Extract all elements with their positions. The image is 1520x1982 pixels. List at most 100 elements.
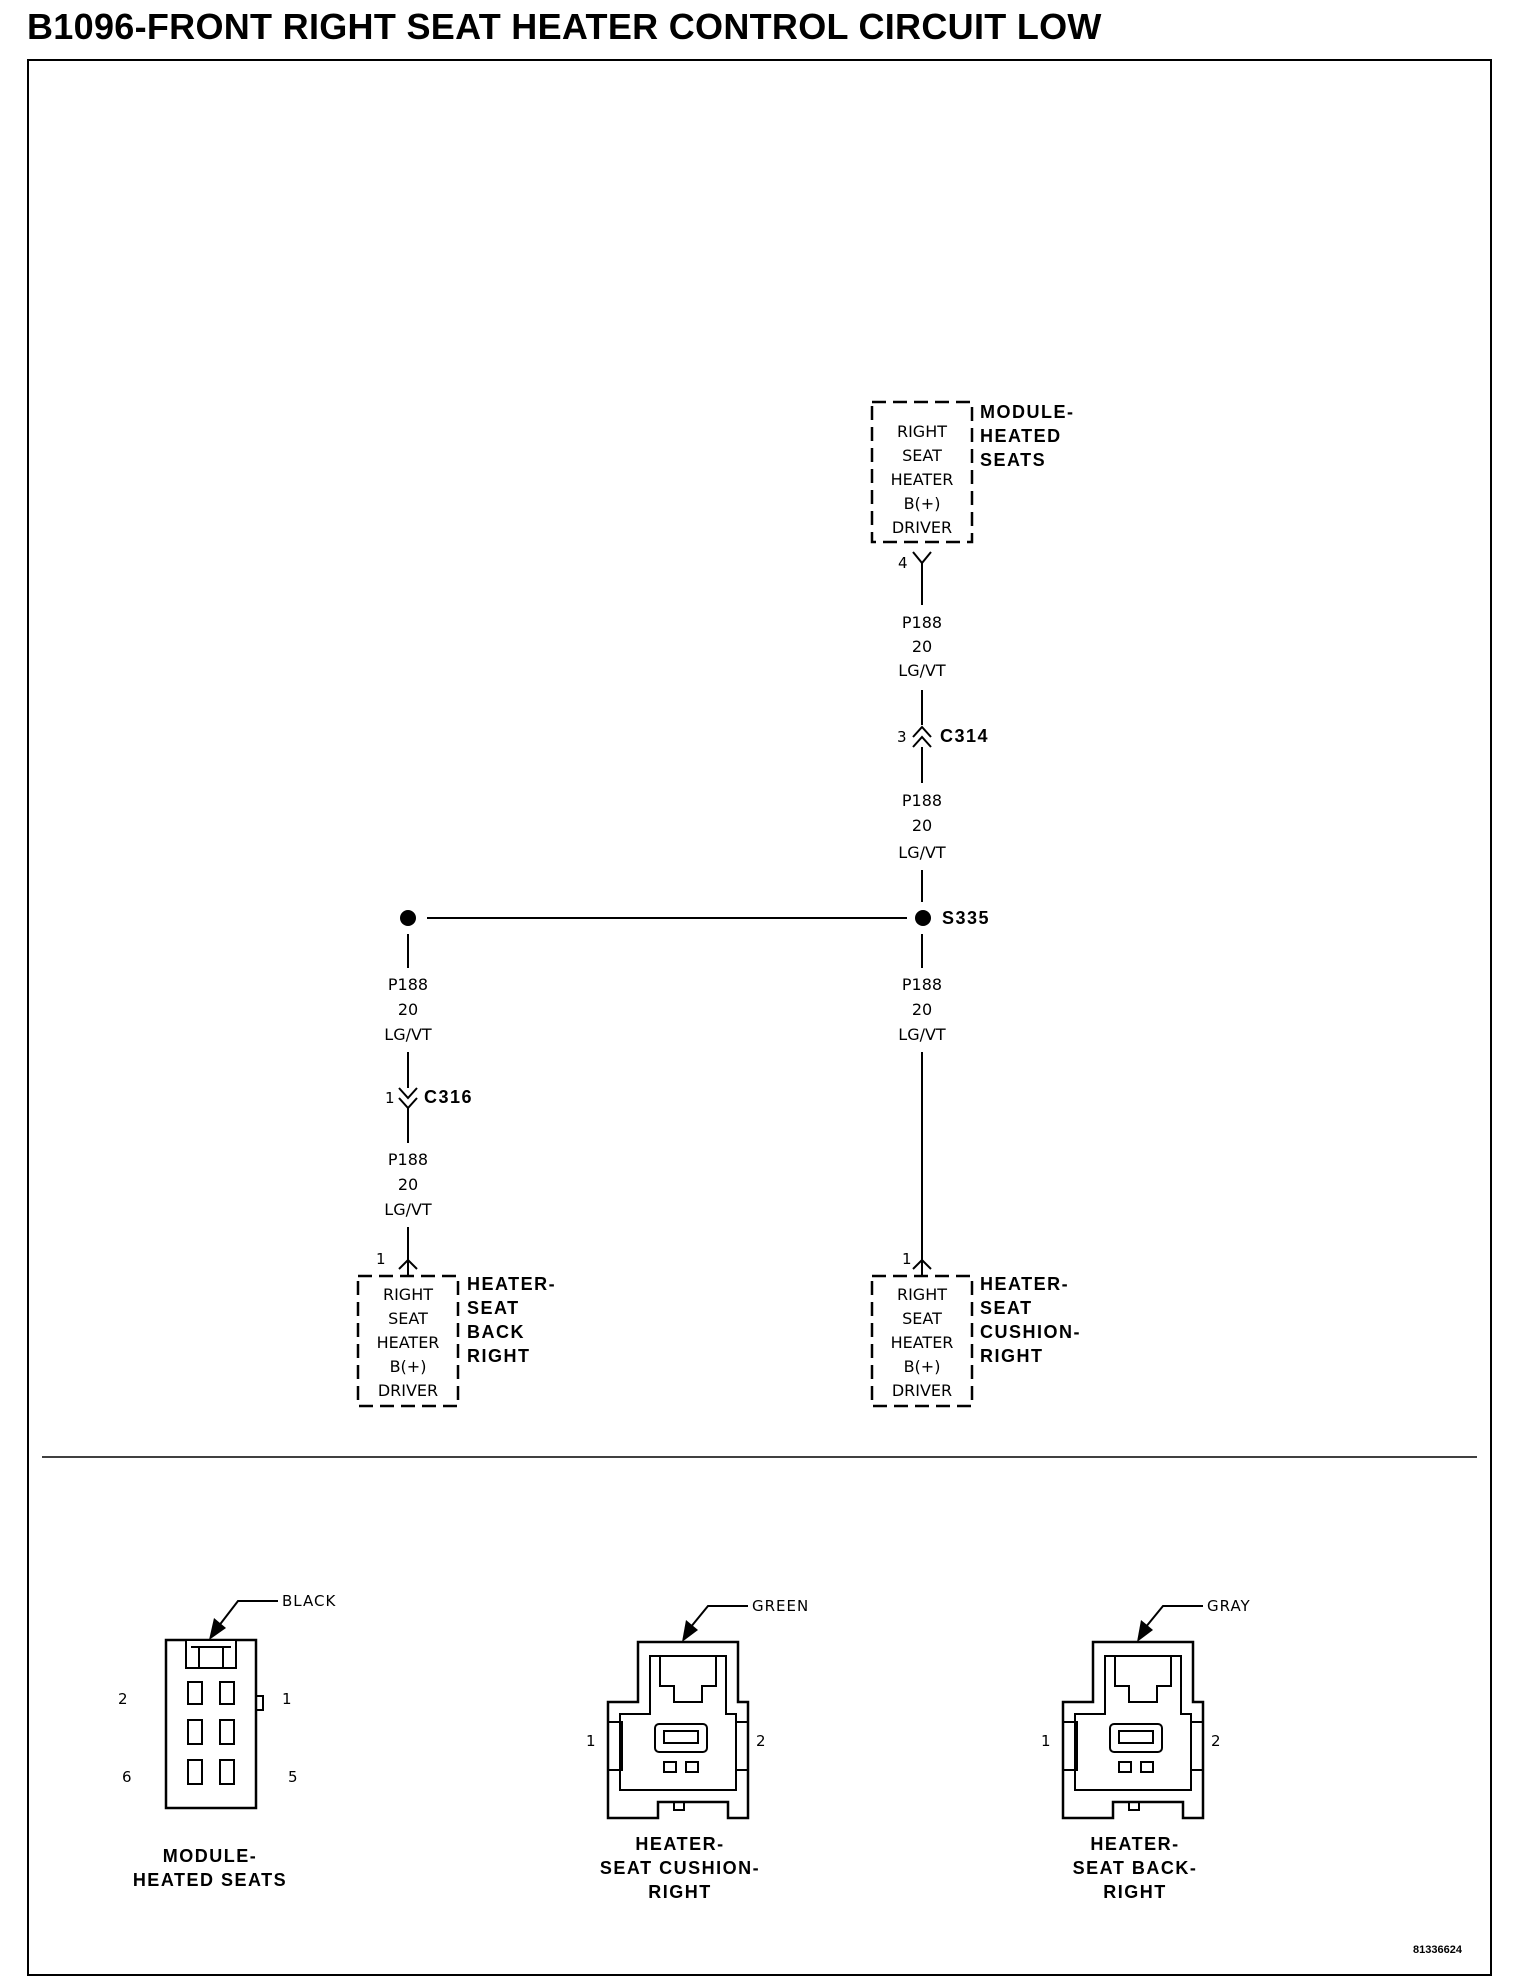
cushion-cavity-1 <box>663 1761 677 1773</box>
module-box-line-5: DRIVER <box>892 518 952 537</box>
module-box-line-2: SEAT <box>902 446 942 465</box>
module-box-line-3: HEATER <box>891 470 954 489</box>
connector-c316: 1 C316 <box>385 1087 473 1112</box>
module-heated-seats: RIGHT SEAT HEATER B(+) DRIVER MODULE- HE… <box>870 400 1075 572</box>
back-terminal-blade <box>1118 1730 1154 1744</box>
seat-back-box-line-4: B(+) <box>390 1357 427 1376</box>
module-box-line-1: RIGHT <box>897 422 947 441</box>
seat-back-name-line-3: BACK <box>467 1322 525 1342</box>
back-pin-1: 1 <box>1041 1732 1051 1750</box>
wire-label-2-gauge: 20 <box>912 816 932 835</box>
module-pin-2: 2 <box>118 1690 128 1708</box>
back-side-notch-left <box>1063 1721 1078 1771</box>
splice-s335-name: S335 <box>942 908 990 928</box>
wire-label-3-circuit: P188 <box>902 975 942 994</box>
module-cavity-5 <box>187 1759 203 1785</box>
module-name-line-3: SEATS <box>980 450 1046 470</box>
cushion-cavity-2 <box>685 1761 699 1773</box>
module-connector-latch <box>185 1639 237 1669</box>
back-cavity-1 <box>1118 1761 1132 1773</box>
wire-label-2-color: LG/VT <box>898 843 946 862</box>
back-color-label: GRAY <box>1207 1597 1251 1615</box>
seat-cushion-name-line-2: SEAT <box>980 1298 1033 1318</box>
back-caption-line-1: HEATER- <box>1090 1834 1179 1854</box>
back-cavity-2 <box>1140 1761 1154 1773</box>
wire-label-5-circuit: P188 <box>388 1150 428 1169</box>
cushion-bottom-tab <box>673 1801 685 1811</box>
wire-label-2-circuit: P188 <box>902 791 942 810</box>
module-name-line-1: MODULE- <box>980 402 1075 422</box>
module-cavity-3 <box>187 1719 203 1745</box>
cushion-pin-1: 1 <box>586 1732 596 1750</box>
cushion-color-arrow <box>682 1620 698 1642</box>
back-color-arrow <box>1137 1620 1153 1642</box>
seat-back-name-line-2: SEAT <box>467 1298 520 1318</box>
module-color-label: BLACK <box>282 1592 336 1610</box>
module-color-arrow <box>209 1618 226 1640</box>
seat-back-box-line-5: DRIVER <box>378 1381 438 1400</box>
module-caption-line-1: MODULE- <box>163 1846 258 1866</box>
seat-cushion-box-line-3: HEATER <box>891 1333 954 1352</box>
back-side-notch-right <box>1190 1721 1203 1771</box>
back-caption-line-2: SEAT BACK- <box>1073 1858 1198 1878</box>
module-box <box>870 400 974 544</box>
seat-cushion-box-line-4: B(+) <box>904 1357 941 1376</box>
cushion-color-leader <box>689 1605 748 1629</box>
page-title: B1096-FRONT RIGHT SEAT HEATER CONTROL CI… <box>27 6 1102 47</box>
connector-c314: 3 C314 <box>897 725 989 752</box>
module-cavity-6 <box>219 1759 235 1785</box>
seat-cushion-box-line-2: SEAT <box>902 1309 942 1328</box>
back-bottom-tab <box>1128 1801 1140 1811</box>
module-caption-line-2: HEATED SEATS <box>133 1870 287 1890</box>
branch-end-dot <box>400 910 416 926</box>
module-name-line-2: HEATED <box>980 426 1062 446</box>
module-side-tab <box>255 1695 264 1711</box>
back-key <box>1114 1656 1172 1703</box>
seat-back-name-line-4: RIGHT <box>467 1346 531 1366</box>
wire-label-4-color: LG/VT <box>384 1025 432 1044</box>
connector-view-module: BLACK 2 1 6 5 MODULE- HEATED SEATS <box>118 1592 336 1890</box>
c314-symbol <box>912 725 932 752</box>
cushion-inner-outline <box>619 1655 737 1791</box>
seat-cushion-box-line-5: DRIVER <box>892 1381 952 1400</box>
connector-view-back: GRAY 1 2 HEATER- SEAT BACK- RIGHT <box>1041 1597 1251 1902</box>
wire-label-4-gauge: 20 <box>398 1000 418 1019</box>
c314-name: C314 <box>940 726 989 746</box>
seat-back-pin-number: 1 <box>376 1250 386 1268</box>
module-pin-1: 1 <box>282 1690 292 1708</box>
seat-cushion-name-line-4: RIGHT <box>980 1346 1044 1366</box>
cushion-side-notch-right <box>735 1721 748 1771</box>
seat-cushion-terminal-symbol <box>912 1258 932 1276</box>
cushion-caption-line-1: HEATER- <box>635 1834 724 1854</box>
seat-back-box <box>356 1274 460 1408</box>
seat-back-name-line-1: HEATER- <box>467 1274 556 1294</box>
c316-name: C316 <box>424 1087 473 1107</box>
cushion-caption-line-2: SEAT CUSHION- <box>600 1858 760 1878</box>
seat-cushion-pin-number: 1 <box>902 1250 912 1268</box>
module-cavity-2 <box>219 1681 235 1705</box>
wire-label-1-gauge: 20 <box>912 637 932 656</box>
cushion-side-notch-left <box>608 1721 623 1771</box>
splice-s335-dot <box>915 910 931 926</box>
cushion-key <box>659 1656 717 1703</box>
module-cavity-4 <box>219 1719 235 1745</box>
module-pin-5: 5 <box>288 1768 298 1786</box>
module-color-leader <box>217 1600 278 1628</box>
seat-cushion-box <box>870 1274 974 1408</box>
seat-cushion-name-line-1: HEATER- <box>980 1274 1069 1294</box>
wire-label-1-circuit: P188 <box>902 613 942 632</box>
back-inner-outline <box>1074 1655 1192 1791</box>
seat-cushion-box-line-1: RIGHT <box>897 1285 947 1304</box>
module-pin-6: 6 <box>122 1768 132 1786</box>
figure-id: 81336624 <box>1413 1944 1463 1956</box>
wire-label-5-color: LG/VT <box>384 1200 432 1219</box>
c316-symbol <box>398 1087 418 1112</box>
seat-back-box-line-3: HEATER <box>377 1333 440 1352</box>
wire-label-1-color: LG/VT <box>898 661 946 680</box>
wire-label-3-gauge: 20 <box>912 1000 932 1019</box>
back-terminal-housing <box>1109 1723 1163 1753</box>
cushion-color-label: GREEN <box>752 1597 809 1615</box>
seat-back-box-line-1: RIGHT <box>383 1285 433 1304</box>
cushion-caption-line-3: RIGHT <box>648 1882 712 1902</box>
